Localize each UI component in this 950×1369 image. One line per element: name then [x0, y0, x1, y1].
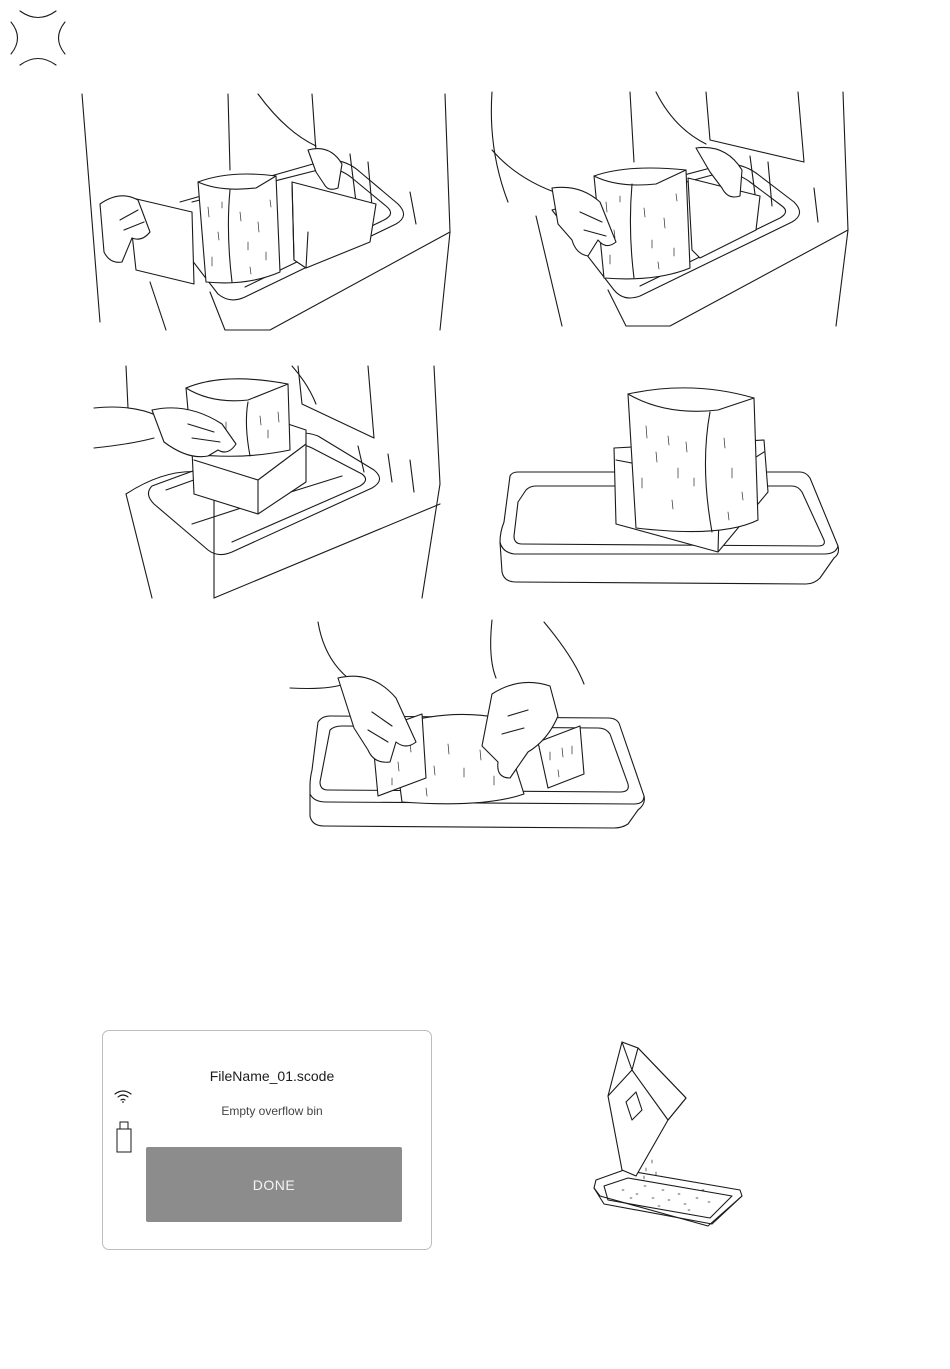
step-5-break-block-illustration [288, 618, 650, 832]
empty-box-into-bin-illustration [592, 1040, 748, 1236]
step-3-lift-box-illustration [92, 364, 444, 600]
status-message: Empty overflow bin [103, 1104, 441, 1118]
done-button[interactable]: DONE [146, 1147, 402, 1222]
file-name-label: FileName_01.scode [103, 1068, 441, 1084]
printer-screen: FileName_01.scode Empty overflow bin DON… [102, 1030, 432, 1250]
step-4-box-in-bin-illustration [496, 382, 842, 588]
step-1-remove-build-box-illustration [80, 92, 452, 332]
brand-logo-icon [8, 8, 68, 68]
wifi-icon [114, 1089, 132, 1103]
step-2-grip-build-box-illustration [488, 90, 850, 330]
usb-drive-icon [115, 1121, 133, 1153]
